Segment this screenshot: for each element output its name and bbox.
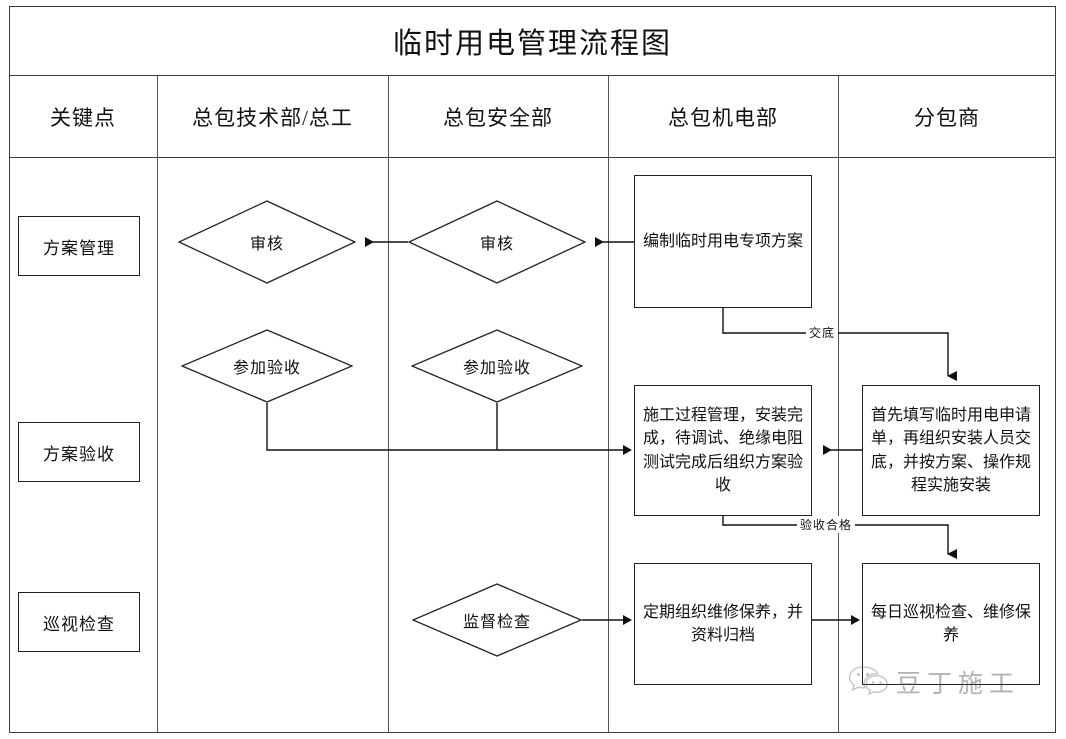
column-divider-3 [608, 76, 609, 733]
key-point-box-plan-management: 方案管理 [18, 216, 140, 276]
column-divider-2 [388, 76, 389, 733]
diagram-frame [9, 6, 1056, 733]
column-header-band: 关键点 总包技术部/总工 总包安全部 总包机电部 分包商 [9, 76, 1056, 158]
column-divider-4 [838, 76, 839, 733]
decision-supervision-check: 监督检查 [412, 583, 582, 657]
title-band: 临时用电管理流程图 [9, 6, 1056, 76]
process-periodic-maintenance: 定期组织维修保养，并资料归档 [634, 563, 812, 685]
key-point-box-patrol-inspection: 巡视检查 [18, 592, 140, 652]
decision-safety-review: 审核 [408, 200, 586, 284]
decision-tech-acceptance: 参加验收 [181, 329, 353, 403]
column-header-general-tech: 总包技术部/总工 [192, 106, 353, 130]
key-point-box-plan-acceptance: 方案验收 [18, 422, 140, 482]
column-header-general-electrical: 总包机电部 [668, 106, 778, 130]
column-header-key-points: 关键点 [50, 106, 116, 130]
column-header-subcontractor: 分包商 [914, 106, 980, 130]
process-draft-plan: 编制临时用电专项方案 [634, 175, 812, 308]
process-construction-management: 施工过程管理，安装完成，待调试、绝缘电阻测试完成后组织方案验收 [634, 385, 812, 516]
edge-label-acceptance-passed: 验收合格 [797, 516, 856, 533]
edge-label-disclosure: 交底 [806, 324, 839, 341]
process-daily-inspection: 每日巡视检查、维修保养 [862, 563, 1040, 685]
decision-tech-review: 审核 [178, 200, 356, 284]
column-divider-1 [157, 76, 158, 733]
column-header-general-safety: 总包安全部 [443, 106, 553, 130]
page-title: 临时用电管理流程图 [392, 27, 672, 60]
process-subcontractor-apply: 首先填写临时用电申请单，再组织安装人员交底，并按方案、操作规程实施安装 [862, 385, 1040, 516]
decision-safety-acceptance: 参加验收 [411, 329, 583, 403]
